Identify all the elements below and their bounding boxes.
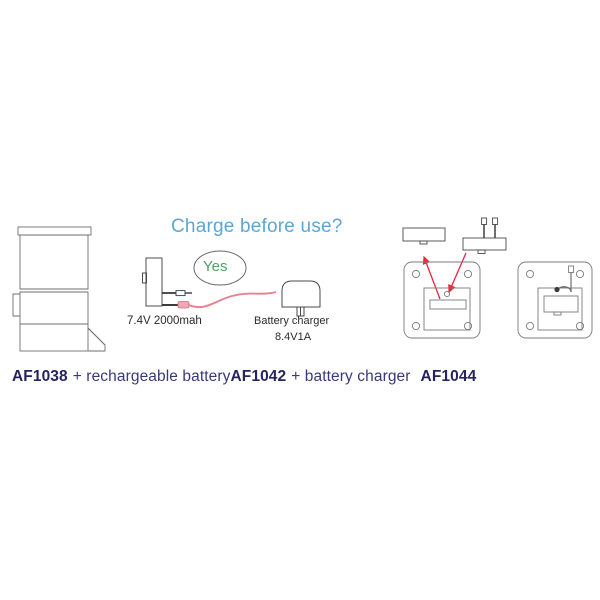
yes-badge-outline — [193, 250, 247, 286]
caption-part-number-1: AF1038 — [12, 368, 68, 385]
dock-plate-open-drawing — [403, 261, 481, 339]
headline-charge-before-use: Charge before use? — [171, 216, 343, 237]
dock-contact-block-drawing — [462, 217, 507, 254]
charger-spec-label: 8.4V1A — [275, 331, 312, 343]
charger-name-label: Battery charger — [254, 315, 330, 327]
caption-part-number-3: AF1044 — [420, 368, 477, 385]
dock-plate-assembled-drawing — [517, 261, 593, 339]
battery-spec-label: 7.4V 2000mah — [127, 315, 202, 327]
battery-drawing — [142, 257, 192, 307]
dock-cover-plate-drawing — [402, 227, 446, 245]
charging-cable — [188, 291, 277, 309]
wall-charger-drawing — [281, 280, 321, 317]
caption-text-1: + rechargeable battery — [72, 368, 231, 385]
arrow-to-cover — [422, 255, 441, 300]
caption-text-2: + battery charger — [291, 368, 411, 385]
assembly-arrows — [422, 252, 467, 300]
caption-part-number-2: AF1042 — [230, 368, 287, 385]
main-unit-drawing — [12, 226, 106, 352]
arrow-to-slot — [448, 252, 467, 294]
yes-badge-label: Yes — [203, 258, 228, 275]
caption: AF1038+ rechargeable batteryAF1042+ batt… — [12, 368, 476, 386]
battery-cable-plug — [177, 301, 190, 309]
